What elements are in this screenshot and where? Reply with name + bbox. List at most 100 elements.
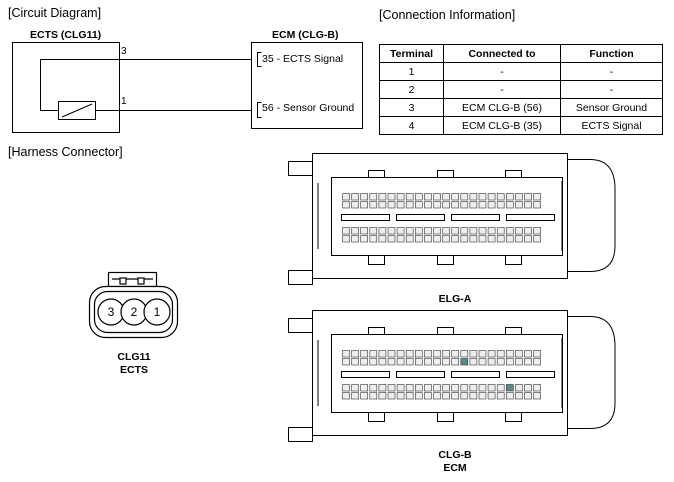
connector-a-pin xyxy=(487,227,496,235)
connector-a-pin xyxy=(496,227,505,235)
connector-b-pin xyxy=(496,384,505,392)
connector-b-pin xyxy=(396,392,405,400)
connector-a-pin xyxy=(478,227,487,235)
connector-b-pin xyxy=(414,384,423,392)
connector-b-pin xyxy=(342,384,350,392)
connector-a-pin xyxy=(469,227,478,235)
connector-a-pin xyxy=(396,193,405,201)
wire-pin-1: 1 xyxy=(121,96,127,107)
connector-a-rib-top xyxy=(437,170,454,178)
clg11-pin-3: 3 xyxy=(107,305,115,319)
connector-a-pin xyxy=(524,235,532,243)
connector-a-pin xyxy=(342,235,350,243)
connector-a-pin xyxy=(533,235,541,243)
connector-b-pin xyxy=(369,350,378,358)
connector-b-pin xyxy=(396,358,405,366)
connector-a-pin xyxy=(487,235,496,243)
connector-a-pin xyxy=(360,201,369,209)
connector-a-tab-bottom xyxy=(288,270,313,285)
connector-b-pin xyxy=(360,392,369,400)
connector-b-pin xyxy=(433,350,441,358)
connector-b-pin xyxy=(342,392,350,400)
connector-a-pin xyxy=(424,227,432,235)
connector-a-pin xyxy=(414,193,423,201)
connector-a-pin xyxy=(460,235,469,243)
connector-a-pin xyxy=(442,235,450,243)
connector-b-pin xyxy=(469,392,478,400)
connector-a-pin xyxy=(387,201,396,209)
connector-a-pin xyxy=(360,227,369,235)
connector-a-rib-bottom xyxy=(437,255,454,265)
connector-a-pin xyxy=(515,201,523,209)
connector-b-pin xyxy=(442,350,450,358)
connector-b-pin xyxy=(533,392,541,400)
connector-b-pin xyxy=(515,358,523,366)
connector-b-pin xyxy=(433,358,441,366)
ecm-pin-56-label: 56 - Sensor Ground xyxy=(262,102,355,114)
connector-b-pin xyxy=(460,392,469,400)
connector-b-pin xyxy=(515,392,523,400)
connector-b-pin xyxy=(460,358,469,366)
connector-b-pin xyxy=(533,350,541,358)
connector-b-pin xyxy=(369,358,378,366)
connector-b-pin xyxy=(424,384,432,392)
connector-a-pin xyxy=(469,201,478,209)
connector-b-latch xyxy=(567,316,616,429)
connector-a-pin xyxy=(478,201,487,209)
connector-a-pin xyxy=(351,227,359,235)
connector-a-pin xyxy=(396,227,405,235)
connector-b-rib-bottom xyxy=(368,412,385,422)
connector-a-pin xyxy=(505,193,514,201)
connector-b-pin xyxy=(433,392,441,400)
connector-b-rib-bottom xyxy=(505,412,522,422)
connector-b-pin xyxy=(487,384,496,392)
connector-b-pin xyxy=(405,392,414,400)
connector-b-pin xyxy=(451,384,460,392)
connector-a-pin xyxy=(351,193,359,201)
connector-a-rib-top xyxy=(505,170,522,178)
connector-b-pin xyxy=(442,358,450,366)
connection-table: Terminal Connected to Function 1 - - 2 -… xyxy=(379,44,663,135)
connector-b-slot xyxy=(396,371,445,378)
connector-b-pin xyxy=(460,350,469,358)
ecm-pin-bracket-35 xyxy=(257,52,262,67)
connector-a-pin xyxy=(442,227,450,235)
connector-a-pin xyxy=(496,235,505,243)
connector-a-pin xyxy=(460,227,469,235)
connector-a-pin xyxy=(487,201,496,209)
connector-b-pin xyxy=(387,384,396,392)
connector-b-pin xyxy=(396,350,405,358)
connector-a-pin xyxy=(351,201,359,209)
connector-b-pin xyxy=(524,392,532,400)
connector-a-pin xyxy=(487,193,496,201)
connector-a-pin xyxy=(451,227,460,235)
cell-terminal: 4 xyxy=(379,116,444,135)
clg11-pin-2: 2 xyxy=(130,305,138,319)
connector-a-pin xyxy=(505,201,514,209)
connector-a-tab-top xyxy=(288,161,313,176)
connector-a-pin xyxy=(405,235,414,243)
connector-b-pin xyxy=(524,350,532,358)
connector-a-pin xyxy=(451,201,460,209)
ects-title: ECTS (CLG11) xyxy=(30,29,102,41)
connector-b-pin xyxy=(342,350,350,358)
connector-a-pin xyxy=(505,235,514,243)
connector-b-tab-top xyxy=(288,318,313,333)
connector-b-pin xyxy=(505,350,514,358)
connector-a-slot xyxy=(396,214,445,221)
cell-connected: ECM CLG-B (35) xyxy=(443,116,561,135)
connector-b-pin xyxy=(469,350,478,358)
connector-b-pin xyxy=(451,392,460,400)
connector-b-slot xyxy=(451,371,500,378)
connector-a-pin xyxy=(387,227,396,235)
connector-b-pin xyxy=(405,350,414,358)
connector-b-pin xyxy=(387,392,396,400)
connector-a-pin xyxy=(515,193,523,201)
table-row: 4 ECM CLG-B (35) ECTS Signal xyxy=(379,116,663,135)
connector-a-pin xyxy=(524,201,532,209)
connector-a-name: ELG-A xyxy=(438,293,472,305)
circuit-diagram-heading: [Circuit Diagram] xyxy=(8,6,102,20)
connector-a-pin xyxy=(424,235,432,243)
connector-b-pin xyxy=(405,384,414,392)
